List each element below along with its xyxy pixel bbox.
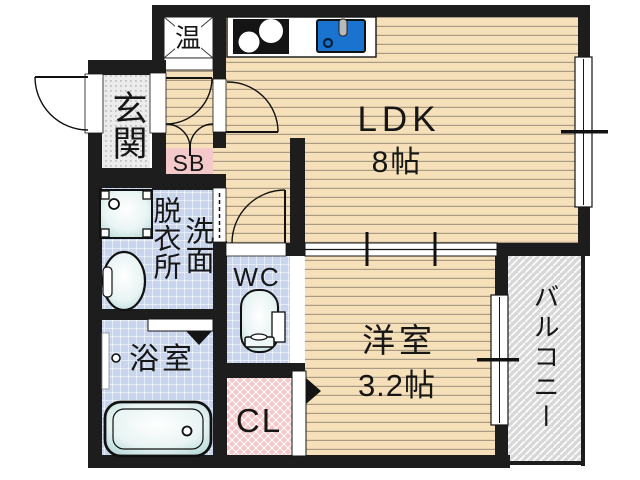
bath-rail — [101, 332, 110, 390]
toilet-lid-handle — [250, 333, 268, 341]
balcony-rail-right — [581, 256, 585, 466]
wall-segment — [152, 174, 226, 190]
ldk-label: LDK — [357, 100, 440, 139]
wall-segment — [88, 455, 510, 468]
balcony-label: バルコニー — [530, 283, 560, 433]
washer-pan-drain — [108, 198, 120, 210]
stove-burner — [238, 31, 260, 53]
bath-door — [147, 318, 214, 332]
room-labels: LDK 8帖 洋室 3.2帖 WC CL SB 温 浴室 玄関 洗面 脱衣所 バ… — [108, 23, 561, 439]
wall-segment — [213, 363, 305, 378]
entrance-hall-doorway — [149, 72, 167, 134]
bedroom-window-tick — [477, 358, 519, 362]
washer-pan-corner — [100, 228, 110, 238]
water-heater-label: 温 — [175, 23, 201, 53]
closet-label: CL — [236, 402, 282, 439]
bath-door-direction-marker — [186, 331, 212, 345]
wall-segment — [213, 241, 227, 455]
bedroom-label: 洋室 — [362, 322, 436, 359]
kitchen — [226, 16, 377, 58]
closet-door-direction-marker — [306, 378, 321, 404]
wall-segment — [213, 17, 226, 81]
bedroom-size-label: 3.2帖 — [358, 368, 436, 403]
bathtub — [103, 400, 213, 458]
wc-label: WC — [233, 262, 280, 292]
wall-segment — [152, 5, 164, 70]
fixtures — [99, 189, 286, 458]
washer-pan-corner — [142, 228, 152, 238]
balcony-floor — [508, 256, 582, 462]
sliding-door-panel-tick — [365, 232, 369, 266]
wall-segment — [88, 60, 102, 468]
wall-segment — [284, 243, 305, 256]
wall-segment — [578, 17, 590, 61]
wall-segment — [495, 422, 508, 468]
bathtub-drain — [181, 425, 193, 437]
wc-door-swing-arc — [231, 189, 286, 244]
ldk-door-swing-arc — [226, 81, 279, 133]
wc-doorway — [225, 242, 287, 257]
wall-segment — [290, 138, 305, 256]
wall-segment — [152, 5, 590, 17]
wall-segment — [497, 243, 590, 256]
balcony-rail-bottom — [508, 461, 585, 465]
shoe-box-label: SB — [173, 150, 206, 176]
entrance-label: 玄関 — [108, 90, 147, 160]
faucet — [338, 18, 348, 37]
washer-pan-corner — [100, 190, 110, 200]
bathtub-inner-rim — [112, 408, 204, 450]
washer-pan-corner — [142, 190, 152, 200]
bath-door-knob — [111, 353, 121, 363]
ldk-window-tick — [561, 130, 608, 134]
hall-door-swing-arc — [165, 77, 213, 125]
entrance-door-swing-arc — [34, 76, 89, 131]
closet-floor — [227, 378, 293, 455]
stove-burner — [259, 19, 283, 43]
ldk-doorway — [212, 78, 227, 133]
walls — [88, 5, 590, 468]
washroom-label-datsuijo: 脱衣所 — [151, 196, 182, 280]
water-heater-door — [163, 57, 214, 71]
bedroom-floor — [305, 256, 495, 455]
wash-basin-faucet — [102, 266, 113, 298]
wall-segment — [88, 60, 166, 75]
wall-segment — [495, 256, 508, 298]
closet-door — [291, 370, 307, 457]
sliding-door-panel-tick — [433, 232, 437, 266]
entrance-floor — [102, 73, 150, 168]
entrance-doorway — [84, 73, 104, 134]
washroom-label-senmen: 洗面 — [181, 216, 214, 274]
doors-and-openings — [34, 56, 608, 457]
toilet-tank — [271, 311, 286, 343]
water-heater-label-bg — [175, 24, 201, 53]
wall-segment — [102, 309, 213, 320]
sink-drain — [322, 37, 334, 49]
wall-segment — [88, 168, 166, 188]
wall-segment — [213, 131, 226, 148]
bath-label: 浴室 — [129, 343, 195, 376]
ldk-size-label: 8帖 — [372, 146, 423, 179]
